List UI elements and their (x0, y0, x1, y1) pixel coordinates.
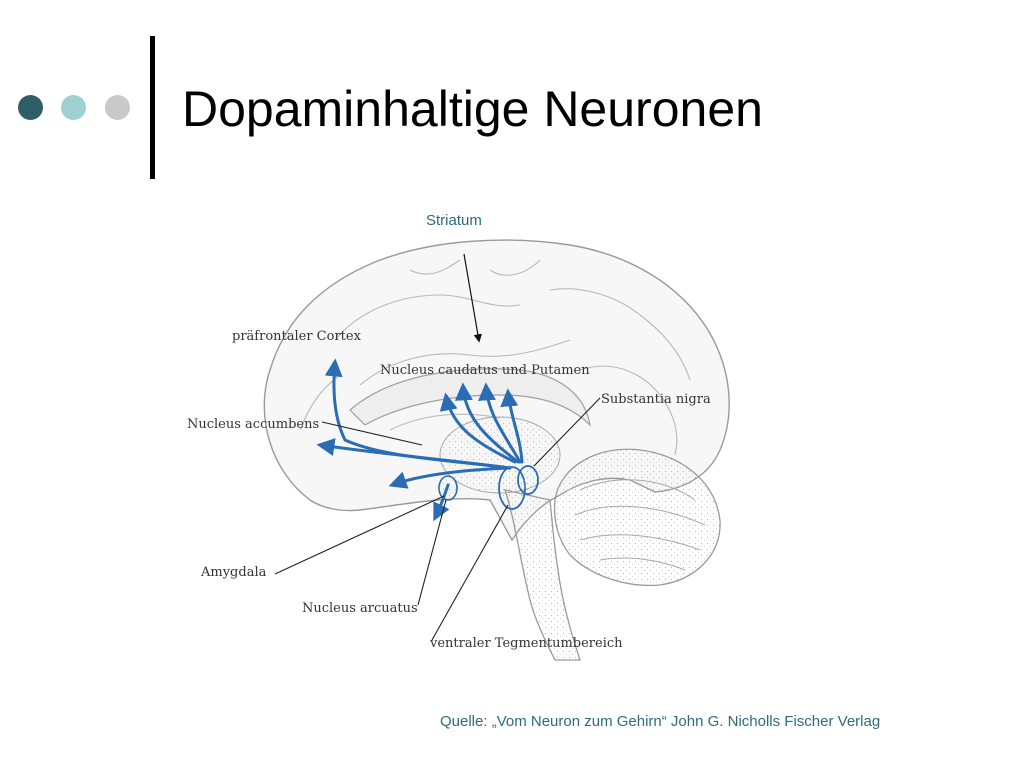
nigrostriatal-3 (478, 382, 522, 464)
dot-light (61, 95, 86, 120)
cerebellum (553, 448, 721, 587)
accumbens-path (316, 438, 512, 470)
substantia-structure (517, 465, 539, 495)
nigrostriatal-2 (454, 382, 520, 464)
label-amygdala: Amygdala (200, 565, 267, 580)
label-nucleus-arcuatus: Nucleus arcuatus (302, 601, 418, 616)
label-substantia-nigra: Substantia nigra (601, 392, 711, 407)
brainstem (504, 489, 581, 661)
brain-gyri (299, 259, 691, 456)
amygdala-path (388, 466, 512, 489)
label-prefrontal-cortex: präfrontaler Cortex (232, 329, 362, 344)
striatum-label: Striatum (426, 212, 482, 229)
arcuatus-path (433, 483, 450, 522)
label-ventral-tegmentum: ventraler Tegmentumbereich (429, 636, 623, 651)
dot-dark (18, 95, 43, 120)
title-divider (150, 36, 155, 179)
dot-grey (105, 95, 130, 120)
leader-lines (274, 397, 601, 641)
brain-diagram: präfrontaler Cortex Nucleus caudatus und… (187, 239, 730, 661)
nigrostriatal-4 (500, 388, 524, 464)
nigrostriatal-1 (439, 392, 517, 464)
striatum-arrow (463, 253, 482, 343)
label-nucleus-caudatus: Nucleus caudatus und Putamen (380, 363, 590, 378)
slide-title: Dopaminhaltige Neuronen (182, 81, 763, 137)
label-nucleus-accumbens: Nucleus accumbens (187, 417, 319, 432)
cerebellum-folia (574, 479, 706, 571)
source-citation: Quelle: „Vom Neuron zum Gehirn“ John G. … (440, 713, 881, 730)
dopamine-pathways (316, 358, 524, 522)
